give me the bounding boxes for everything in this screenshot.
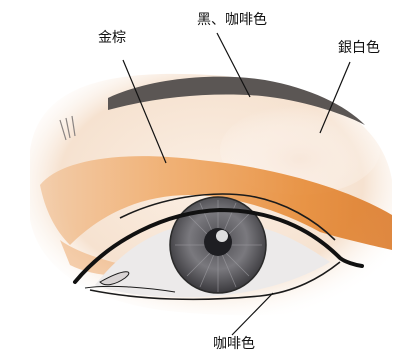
label-black-brown: 黑、咖啡色 — [197, 13, 267, 27]
label-brown: 咖啡色 — [213, 337, 255, 351]
eye-reflection — [216, 230, 228, 242]
label-gold-brown: 金棕 — [98, 31, 126, 45]
label-silver-white: 銀白色 — [338, 41, 380, 55]
